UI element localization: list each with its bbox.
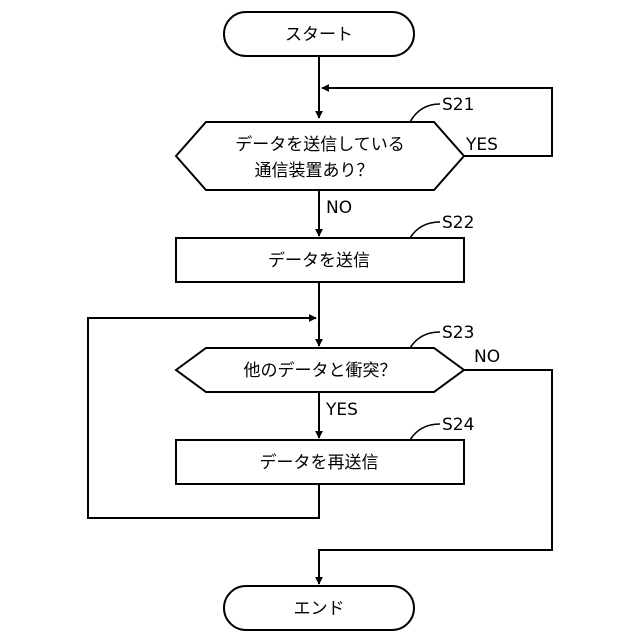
s24-step-leader xyxy=(410,424,440,440)
s22-step-id: S22 xyxy=(442,213,474,233)
s24-step-id: S24 xyxy=(442,415,474,435)
s21-step-leader xyxy=(410,104,440,122)
s21-label-line2: 通信装置あり？ xyxy=(255,161,374,181)
s23-yes-label: YES xyxy=(325,400,358,420)
s22-label: データを送信 xyxy=(268,250,370,271)
s23-step-leader xyxy=(410,332,440,348)
s21-yes-label: YES xyxy=(465,135,498,155)
s23-step-id: S23 xyxy=(442,323,474,343)
end-label: エンド xyxy=(294,599,345,619)
s21-label-line1: データを送信している xyxy=(235,134,405,155)
start-label: スタート xyxy=(285,25,353,45)
s22-step-leader xyxy=(410,222,440,238)
s23-no-label: NO xyxy=(474,347,500,367)
s21-step-id: S21 xyxy=(442,95,474,115)
s21-no-label: NO xyxy=(326,198,352,218)
s23-label: 他のデータと衝突？ xyxy=(244,360,397,381)
s24-label: データを再送信 xyxy=(260,452,379,473)
